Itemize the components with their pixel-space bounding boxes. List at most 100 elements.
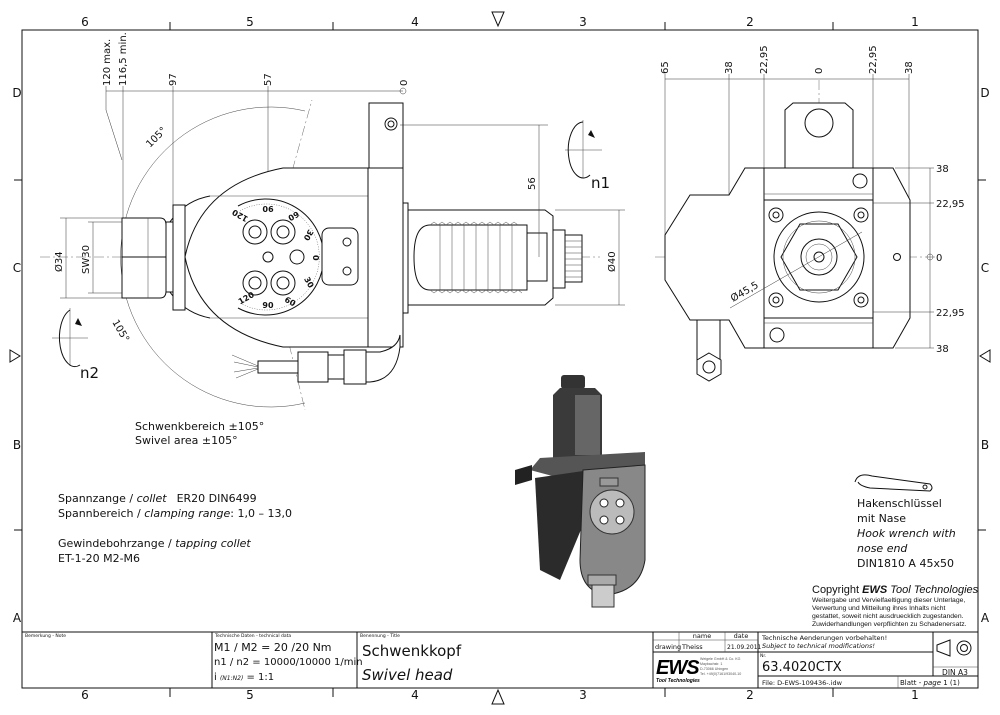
changes-en: Subject to technical modifications! [762,642,875,650]
tech-data-label: Technische Daten - technical data [214,633,291,639]
address-line: Weigele GmbH & Co. KG [700,657,741,661]
title-block: Bemerkung - Note Technische Daten - tech… [22,631,978,688]
col-name: name [693,632,711,640]
rotation-n2-label: n2 [80,364,99,382]
row-drawing: drawing [655,643,681,651]
zone-row: C [981,261,989,275]
wrench-text: mit Nase [857,512,906,525]
dim-label: 116,5 min. [118,32,129,86]
drawn-date: 21.09.2011 [727,644,762,651]
collet-nut [121,217,167,299]
dim-label: 56 [527,177,538,190]
title-label: Benennung - Title [360,633,400,639]
tech-speed: n1 / n2 = 10000/10000 1/min [214,657,363,668]
dim-label: 38 [724,61,735,74]
dim-label: 38 [936,164,949,175]
zone-col: 3 [579,15,587,29]
swivel-angle-label: 105° [109,318,131,344]
part-number: 63.4020CTX [762,660,842,675]
center-mark-right [979,349,991,363]
copyright-line: Weitergabe und Vervielfaeltigung dieser … [812,597,965,604]
dim-label: 38 [936,344,949,355]
zone-row: A [981,611,990,625]
copyright-line: Zuwiderhandlungen verpflichten zu Schade… [812,621,967,628]
copyright-title: Copyright EWS Tool Technologies [812,584,979,596]
dial-label: 90 [262,301,274,310]
angle-dial: 90 60 30 0 30 60 90 120 120 [230,198,359,316]
zone-col: 1 [911,688,919,702]
zone-col: 2 [746,15,754,29]
swivel-angle-label: 105° [144,125,169,150]
zone-col: 3 [579,688,587,702]
note-tapping: Gewindebohrzange / tapping collet [58,537,251,550]
dial-label: 90 [262,204,274,213]
center-mark-top [491,11,505,28]
hook-wrench-icon [854,474,933,492]
zone-col: 5 [246,688,254,702]
zone-col: 4 [411,688,419,702]
zone-col: 4 [411,15,419,29]
title-en: Swivel head [362,666,453,684]
zone-col: 6 [81,15,89,29]
end-view: 65 38 22,95 0 22,95 38 Ø45,5 [655,45,965,382]
note-label: Bemerkung - Note [25,633,66,639]
tech-torque: M1 / M2 = 20 /20 Nm [214,641,332,654]
dim-label: 22,95 [936,199,965,210]
drive-coupling [564,234,583,283]
sheet-format: DIN A3 [942,668,968,677]
dim-label: 22,95 [868,45,879,74]
sheet-page: Blatt - page 1 (1) [900,679,960,687]
drawn-by: Theiss [681,643,703,651]
zone-row: A [13,611,22,625]
dim-label: Ø40 [606,251,618,272]
swivel-range-de: Schwenkbereich ±105° [135,420,264,433]
swivel-range-en: Swivel area ±105° [135,434,238,447]
ews-logo-sub: Tool Technologies [656,678,700,684]
copyright-line: Verwertung und Mitteilung ihres Inhalts … [812,605,945,612]
zone-col: 1 [911,15,919,29]
zone-col: 2 [746,688,754,702]
dim-label: 0 [936,253,942,264]
ews-logo: EWS [656,657,700,679]
side-view: 120 max. 116,5 min. 97 57 0 105° 105° [40,32,625,447]
wrench-text: Hook wrench with [857,527,956,540]
zone-row: D [980,86,989,100]
wrench-text: nose end [857,542,908,555]
col-date: date [734,632,749,640]
dim-label: 97 [168,73,179,86]
address-line: D-73066 Uhingen [700,667,728,671]
changes-de: Technische Aenderungen vorbehalten! [761,634,887,642]
zone-row: B [13,438,21,452]
note-clamping-range: Spannbereich / clamping range: 1,0 – 13,… [58,507,292,520]
coolant-connector [231,334,401,385]
center-mark-left [9,349,21,363]
dim-label: 0 [814,68,825,74]
zone-row: D [12,86,21,100]
address-line: Tel. +49(0)7161/93040-10 [700,672,741,676]
dim-label: 22,95 [936,308,965,319]
zone-col: 6 [81,688,89,702]
nr-label: Nr. [760,653,766,659]
dim-label: 65 [660,61,671,74]
zone-row: B [981,438,989,452]
center-mark-bottom [491,688,505,705]
sheet-frame [9,11,991,705]
dim-label: 57 [263,73,274,86]
projection-symbol-icon [936,639,972,657]
address-line: Maybachstr. 1 [700,662,722,666]
housing-end [664,167,911,349]
copyright-line: gestattet, soweit nicht ausdruecklich zu… [812,613,964,620]
title-de: Schwenkkopf [362,642,462,660]
dim-label: 38 [904,61,915,74]
swivel-arc [120,106,306,408]
spindle-shank [407,209,554,306]
zone-row: C [13,261,21,275]
rotation-n1-icon [565,120,602,179]
rotation-n1-label: n1 [591,174,610,192]
zone-col: 5 [246,15,254,29]
tech-ratio: i (N1:N2) = 1:1 [214,672,274,683]
zone-labels: 6 5 4 3 2 1 6 5 4 3 2 1 D C B A D C B A [12,15,990,702]
dim-label: 22,95 [759,45,770,74]
